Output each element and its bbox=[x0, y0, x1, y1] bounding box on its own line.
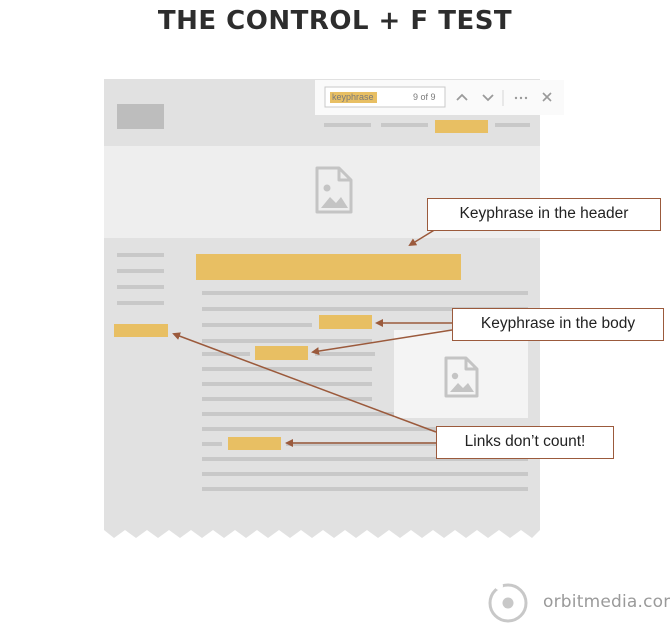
arrow-to-body-2 bbox=[311, 329, 453, 356]
inline-image-block bbox=[394, 330, 528, 418]
nav-link bbox=[495, 123, 530, 127]
arrow-to-header bbox=[408, 228, 437, 247]
find-query-text[interactable]: keyphrase bbox=[332, 92, 374, 102]
nav-link bbox=[324, 123, 371, 127]
site-logo-placeholder bbox=[117, 104, 164, 129]
page-title: THE CONTROL + F TEST bbox=[157, 6, 513, 36]
find-match-count: 9 of 9 bbox=[413, 92, 436, 102]
article-heading-highlight bbox=[196, 254, 461, 280]
callout-header: Keyphrase in the header bbox=[427, 198, 661, 231]
sidebar-link bbox=[117, 253, 164, 257]
chevron-up-icon bbox=[456, 93, 468, 101]
callout-links: Links don’t count! bbox=[436, 426, 614, 459]
sidebar-link-highlight bbox=[114, 324, 168, 337]
nav-link-highlight bbox=[435, 120, 488, 133]
orbit-logo-icon bbox=[488, 582, 528, 623]
nav-link bbox=[381, 123, 428, 127]
body-keyphrase-highlight-2 bbox=[255, 346, 308, 360]
sidebar-link bbox=[117, 301, 164, 305]
arrow-to-sidebar-link bbox=[172, 332, 437, 433]
sidebar-link bbox=[117, 269, 164, 273]
ellipsis-icon bbox=[514, 96, 528, 100]
link-keyphrase-highlight bbox=[228, 437, 281, 450]
body-text-lines bbox=[202, 291, 528, 491]
image-placeholder-icon bbox=[315, 166, 353, 214]
body-keyphrase-highlight-1 bbox=[319, 315, 372, 329]
close-icon bbox=[542, 92, 552, 102]
find-query-highlight bbox=[330, 92, 377, 103]
brand-text: orbitmedia.com bbox=[543, 592, 670, 612]
callout-body: Keyphrase in the body bbox=[452, 308, 664, 341]
sidebar-link bbox=[117, 285, 164, 289]
page-body bbox=[104, 238, 540, 538]
image-placeholder-icon bbox=[444, 356, 479, 398]
chevron-down-icon bbox=[482, 94, 494, 102]
